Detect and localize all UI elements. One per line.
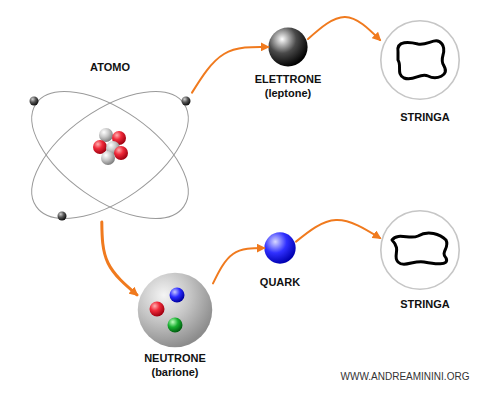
- string-circle: [381, 211, 459, 289]
- neutron-sphere-outline: [137, 272, 213, 348]
- string-circle-outline: [380, 20, 460, 100]
- nucleon-sphere: [106, 141, 120, 155]
- flow-arrow: [308, 17, 380, 40]
- atom-node: ATOMO: [28, 90, 192, 222]
- electron-sphere-outline: [268, 27, 308, 67]
- string-circle: STRINGA: [380, 210, 460, 290]
- flow-arrow: [102, 222, 137, 295]
- quark-sphere: QUARK: [264, 232, 296, 264]
- quark-dot: [150, 302, 165, 317]
- electron-dot: [58, 212, 67, 221]
- orbit-ellipse: [10, 67, 209, 244]
- string-circle: STRINGA: [380, 20, 460, 100]
- string-circle: [381, 21, 459, 99]
- string-loop: [392, 233, 447, 264]
- nucleon-sphere: [112, 131, 126, 145]
- flow-arrow: [213, 248, 264, 283]
- string-loop: [398, 41, 446, 79]
- flow-arrow: [296, 220, 380, 242]
- quark-dot: [170, 288, 185, 303]
- nucleon-sphere: [93, 140, 107, 154]
- quark-sphere: [264, 232, 295, 263]
- nucleon-sphere: [101, 151, 115, 165]
- electron-sphere: [268, 27, 307, 66]
- electron-sphere: ELETTRONE (leptone): [268, 27, 308, 67]
- node-label: QUARK: [245, 275, 315, 289]
- node-label: NEUTRONE (barione): [132, 351, 218, 379]
- node-label: ATOMO: [65, 60, 155, 74]
- neutron-sphere: [138, 273, 212, 347]
- node-label: STRINGA: [380, 110, 470, 124]
- string-circle-outline: [380, 210, 460, 290]
- nucleon-sphere: [114, 146, 128, 160]
- orbit-ellipse: [10, 67, 209, 244]
- electron-dot: [30, 97, 39, 106]
- electron-dot: [182, 97, 191, 106]
- nucleon-sphere: [99, 128, 113, 142]
- neutron-sphere: NEUTRONE (barione): [137, 272, 213, 348]
- quark-dot: [168, 318, 183, 333]
- quark-sphere-outline: [264, 232, 296, 264]
- node-label: STRINGA: [380, 297, 470, 311]
- flow-arrow: [192, 47, 268, 93]
- node-label: ELETTRONE (leptone): [245, 72, 331, 100]
- watermark-text: WWW.ANDREAMININI.ORG: [318, 371, 492, 382]
